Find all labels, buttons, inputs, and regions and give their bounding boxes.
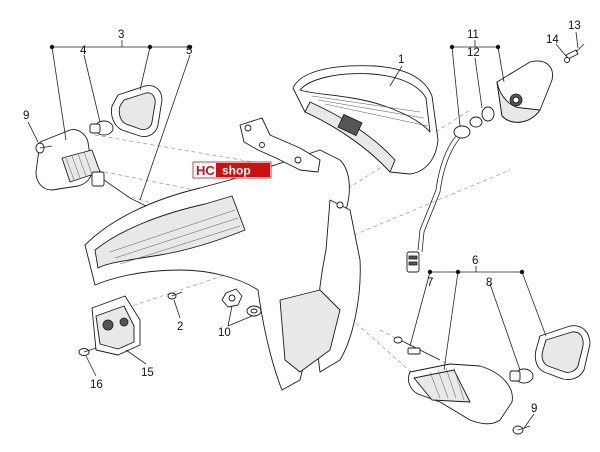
watermark-shop: shop [222, 164, 251, 178]
callout-6: 6 [472, 255, 478, 267]
callout-4: 4 [80, 45, 87, 57]
callout-10: 10 [218, 327, 231, 339]
bulb-holder-wire [406, 106, 495, 273]
bracket-dots [49, 44, 525, 275]
left-turn-signal [35, 85, 163, 209]
callout-9-right: 9 [531, 403, 537, 415]
callout-3: 3 [118, 29, 124, 41]
callout-12: 12 [467, 47, 480, 59]
callout-9-left: 9 [23, 110, 29, 122]
callout-5: 5 [186, 45, 192, 57]
callout-13: 13 [568, 20, 581, 32]
fasteners [167, 288, 262, 317]
watermark-hc: HC [196, 163, 215, 178]
callout-8: 8 [486, 277, 492, 289]
callout-leaders [27, 31, 579, 429]
callout-16: 16 [90, 379, 103, 391]
tail-light-lens [292, 65, 439, 175]
rear-fender-support [84, 117, 361, 391]
callout-14: 14 [546, 34, 559, 46]
callout-7: 7 [427, 277, 433, 289]
callout-1: 1 [398, 54, 404, 66]
callout-2: 2 [177, 321, 183, 333]
right-turn-signal [393, 325, 591, 435]
callout-11: 11 [467, 29, 479, 41]
shop-watermark-logo: HC shop [192, 161, 272, 179]
license-plate-lamp [496, 43, 585, 123]
callout-15: 15 [141, 367, 154, 379]
license-plate-bracket [78, 295, 141, 356]
callout-numbers: 1 2 3 4 5 6 7 8 9 9 10 11 12 13 14 15 16 [23, 20, 581, 415]
